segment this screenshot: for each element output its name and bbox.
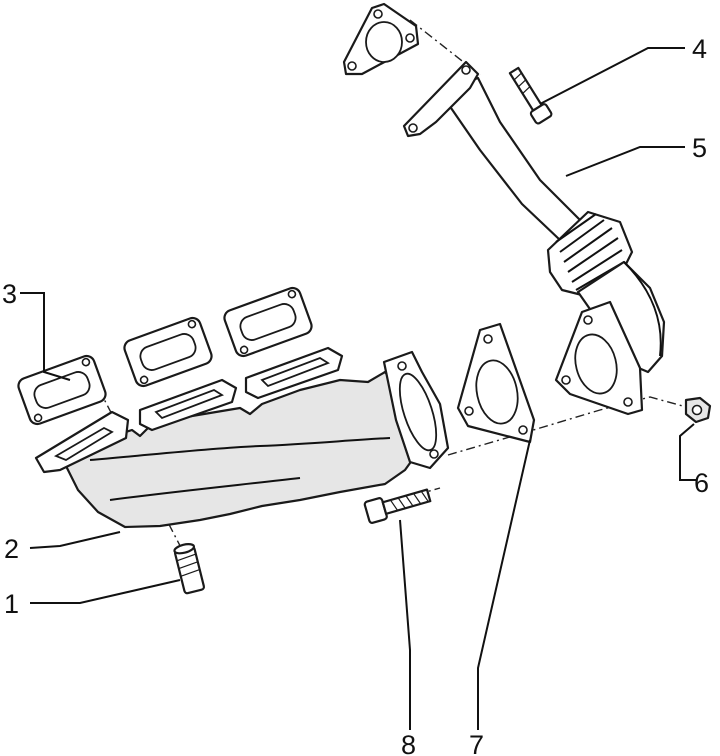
callout-5: 5 [692,133,707,163]
nut [684,396,712,424]
flange-gasket [456,322,536,444]
leader-5 [565,146,685,177]
leader-lines [20,47,697,730]
manifold-gasket-left [17,354,107,426]
manifold-gasket-right [223,286,313,358]
callout-8: 8 [401,730,416,756]
exhaust-pipe [402,60,666,416]
callout-6: 6 [694,468,709,498]
leader-6 [679,423,697,481]
callout-7: 7 [469,730,484,756]
bolt [363,488,432,524]
leader-7 [477,439,531,730]
callout-1: 1 [4,589,19,619]
exhaust-manifold [34,346,450,529]
leader-2 [29,531,121,549]
pipe-gasket-top [342,2,420,76]
callout-2: 2 [4,534,19,564]
leader-1 [30,579,181,604]
manifold-gasket-middle [123,316,213,388]
leader-8 [399,519,411,730]
callout-4: 4 [692,34,707,64]
callout-3: 3 [2,279,17,309]
stud [173,543,206,595]
small-bolt [508,66,553,125]
leader-4 [539,47,685,105]
callout-labels: 1 2 3 4 5 6 7 8 [2,34,709,756]
leader-3 [20,292,71,381]
